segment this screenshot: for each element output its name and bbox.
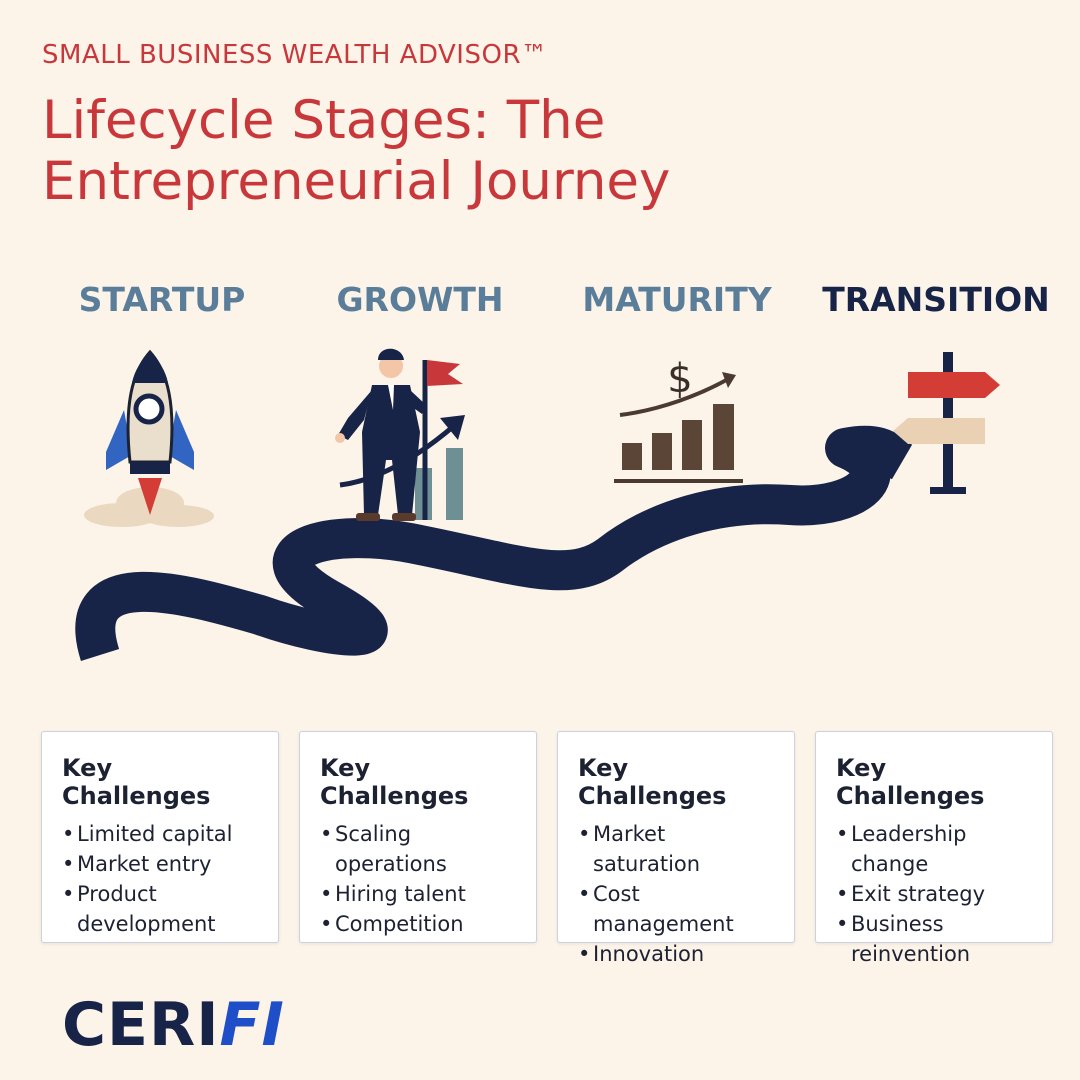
challenge-list: Market saturation Cost management Innova… bbox=[578, 819, 776, 969]
list-item: Innovation bbox=[578, 939, 776, 969]
list-item: Market entry bbox=[62, 849, 260, 879]
list-item: Cost management bbox=[578, 879, 776, 939]
challenge-list: Leadership change Exit strategy Business… bbox=[836, 819, 1034, 969]
list-item: Market saturation bbox=[578, 819, 776, 879]
list-item: Competition bbox=[320, 909, 518, 939]
challenge-list: Scaling operations Hiring talent Competi… bbox=[320, 819, 518, 939]
challenge-card-maturity: Key Challenges Market saturation Cost ma… bbox=[557, 731, 795, 969]
challenge-list: Limited capital Market entry Product dev… bbox=[62, 819, 260, 939]
page-title: Lifecycle Stages: The Entrepreneurial Jo… bbox=[42, 90, 671, 212]
challenge-card-startup: Key Challenges Limited capital Market en… bbox=[41, 731, 279, 943]
list-item: Business reinvention bbox=[836, 909, 1034, 969]
signpost-icon bbox=[893, 352, 1000, 494]
stage-label-transition: TRANSITION bbox=[822, 280, 1050, 319]
card-title: Key Challenges bbox=[836, 754, 985, 810]
challenge-card-growth: Key Challenges Scaling operations Hiring… bbox=[299, 731, 537, 943]
dollar-bar-chart-icon: $ bbox=[614, 356, 743, 483]
list-item: Leadership change bbox=[836, 819, 1034, 879]
stage-label-growth: GROWTH bbox=[336, 280, 504, 319]
challenge-card-transition: Key Challenges Leadership change Exit st… bbox=[815, 731, 1053, 966]
winding-road bbox=[75, 425, 914, 662]
journey-illustration: $ bbox=[75, 348, 1000, 662]
list-item: Scaling operations bbox=[320, 819, 518, 879]
stage-label-startup: STARTUP bbox=[78, 280, 246, 319]
rocket-icon bbox=[84, 349, 214, 527]
logo-accent: FI bbox=[219, 990, 285, 1060]
stage-label-maturity: MATURITY bbox=[582, 280, 772, 319]
logo-main: CERI bbox=[62, 990, 220, 1060]
cerifi-logo: CERIFI bbox=[62, 990, 285, 1060]
list-item: Limited capital bbox=[62, 819, 260, 849]
svg-text:$: $ bbox=[667, 356, 692, 402]
eyebrow: SMALL BUSINESS WEALTH ADVISOR™ bbox=[42, 40, 548, 70]
list-item: Hiring talent bbox=[320, 879, 518, 909]
card-title: Key Challenges bbox=[320, 754, 469, 810]
businessman-flag-icon bbox=[335, 348, 465, 521]
list-item: Exit strategy bbox=[836, 879, 1034, 909]
card-title: Key Challenges bbox=[578, 754, 727, 810]
card-title: Key Challenges bbox=[62, 754, 211, 810]
list-item: Product development bbox=[62, 879, 260, 939]
